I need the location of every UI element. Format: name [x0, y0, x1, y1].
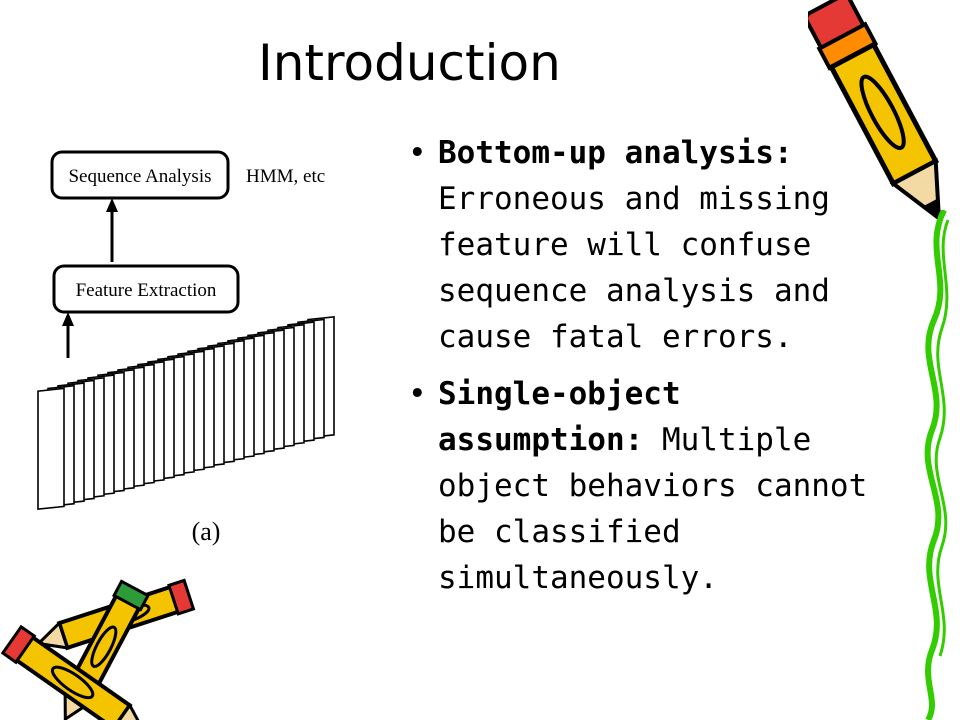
slide-title: Introduction — [258, 34, 561, 92]
video-frame-stack — [37, 315, 335, 511]
pencil-icon — [808, 0, 942, 223]
bullet-heading: Single-object assumption: — [438, 376, 681, 458]
bullet-item: • Bottom-up analysis: Erroneous and missi… — [408, 130, 878, 360]
bullet-item: • Single-object assumption: Multiple obje… — [408, 371, 878, 601]
bullet-mark: • — [408, 376, 427, 412]
hmm-note: HMM, etc — [246, 166, 325, 187]
bullet-text: Erroneous and missing feature will confu… — [438, 181, 830, 355]
bullet-heading: Bottom-up analysis: — [438, 135, 793, 171]
bullet-list: • Bottom-up analysis: Erroneous and missi… — [408, 130, 878, 612]
feature-extraction-label: Feature Extraction — [76, 280, 217, 301]
block-diagram: Sequence Analysis HMM, etc Feature Extra… — [30, 130, 380, 560]
video-frame — [37, 387, 65, 511]
pencils-icon — [0, 578, 196, 720]
figure-caption: (a) — [192, 517, 221, 546]
sequence-analysis-box — [50, 150, 230, 200]
wavy-border — [924, 210, 950, 720]
sequence-analysis-label: Sequence Analysis — [68, 166, 211, 187]
bullet-mark: • — [408, 135, 427, 171]
bullet-text: Multiple object behaviors cannot be clas… — [438, 422, 868, 596]
feature-extraction-box — [52, 264, 240, 314]
